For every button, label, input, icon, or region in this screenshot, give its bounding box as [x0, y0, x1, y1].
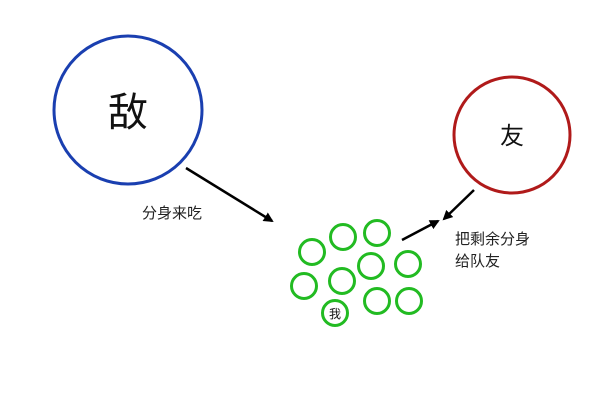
left-arrow-caption: 分身来吃	[142, 204, 202, 222]
enemy-to-cluster-arrow	[185, 166, 274, 223]
friend-circle	[452, 75, 572, 195]
friend-label: 友	[500, 122, 524, 150]
player-cluster: 我	[290, 219, 423, 327]
right-arrow-caption-line1: 把剩余分身	[455, 230, 530, 248]
enemy-node: 敌	[52, 34, 204, 186]
enemy-circle	[52, 34, 204, 186]
cell	[363, 287, 391, 315]
cell	[357, 252, 385, 280]
self-cell	[321, 299, 349, 327]
self-label: 我	[329, 307, 341, 321]
cell	[298, 238, 326, 266]
cluster-to-friend-arrow	[401, 219, 440, 242]
cell	[329, 223, 357, 251]
cell	[394, 250, 422, 278]
enemy-label: 敌	[108, 90, 148, 136]
right-arrow-caption-line2: 给队友	[455, 252, 500, 270]
friend-to-cluster-arrow	[442, 189, 475, 221]
cell	[363, 219, 391, 247]
cell	[328, 267, 356, 295]
cell	[290, 272, 318, 300]
friend-node: 友	[452, 75, 572, 195]
cell	[395, 287, 423, 315]
